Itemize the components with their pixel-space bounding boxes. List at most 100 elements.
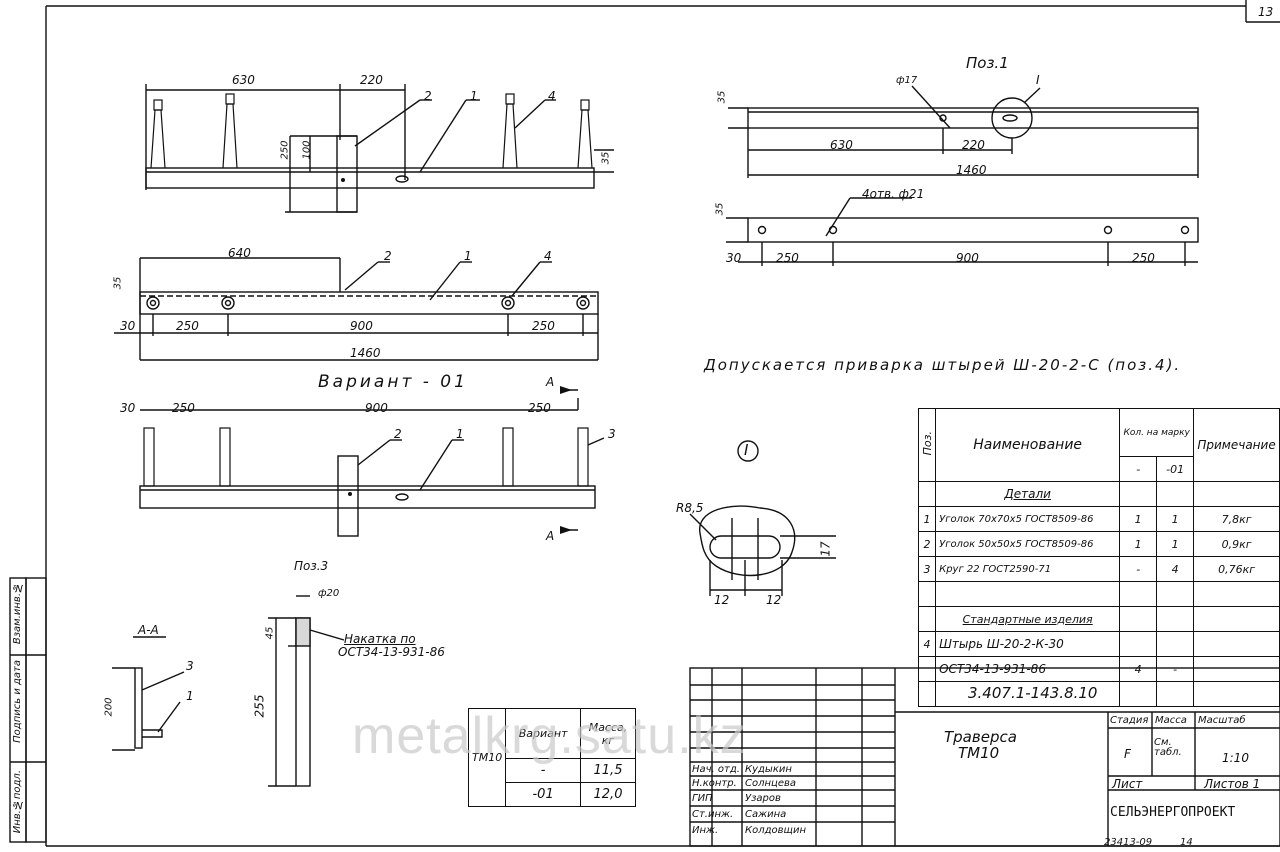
poz3-title: Поз.3 bbox=[294, 559, 329, 573]
variants-col-mass: Масса, кг bbox=[580, 708, 636, 759]
dim-250-a: 250 bbox=[279, 140, 291, 160]
sig-role: ГИП bbox=[692, 793, 713, 804]
spec-row-name: Уголок 50х50х5 ГОСТ8509-86 bbox=[935, 531, 1121, 557]
dim-640: 640 bbox=[228, 246, 251, 260]
spec-col-pos: Поз. bbox=[920, 431, 934, 456]
spec-row-pos: 2 bbox=[917, 531, 937, 557]
pos-1-a: 1 bbox=[470, 89, 478, 103]
spec-col-note: Примечание bbox=[1193, 408, 1280, 482]
dim-250-c: 250 bbox=[532, 319, 555, 333]
pos-1-c: 1 bbox=[456, 427, 464, 441]
sheet-label: Лист bbox=[1112, 777, 1143, 791]
spec-col-qty: Кол. на марку bbox=[1119, 408, 1195, 457]
dim-12-b: 12 bbox=[766, 593, 782, 607]
spec-row-q1: 1 bbox=[1119, 506, 1158, 532]
dim-35-a: 35 bbox=[600, 151, 612, 165]
pos-2-a: 2 bbox=[424, 89, 432, 103]
dim-220-a: 220 bbox=[360, 73, 383, 87]
spec-std-row: 4 Штырь Ш-20-2-К-30 bbox=[917, 631, 1280, 657]
side-stamp-vzam: Взам.инв.№ bbox=[12, 582, 23, 645]
variants-table: ТМ10 Вариант Масса, кг - 11,5 -01 12,0 bbox=[467, 708, 636, 807]
dim-35-b: 35 bbox=[112, 276, 124, 290]
pos-3-c: 3 bbox=[608, 427, 616, 441]
dim-255: 255 bbox=[252, 694, 267, 718]
dim-30-d: 30 bbox=[726, 251, 742, 265]
spec-section-std: Стандартные изделия bbox=[935, 606, 1121, 632]
section-title: А-А bbox=[138, 623, 159, 637]
spec-row: 2 Уголок 50х50х5 ГОСТ8509-86 1 1 0,9кг bbox=[917, 531, 1280, 557]
spec-row: 3 Круг 22 ГОСТ2590-71 - 4 0,76кг bbox=[917, 556, 1280, 582]
stage-value: F bbox=[1124, 747, 1131, 761]
spec-row-q2: 4 bbox=[1156, 556, 1195, 582]
spec-row-note: 0,76кг bbox=[1193, 556, 1280, 582]
section-mark-bottom: А bbox=[546, 529, 555, 543]
dim-30-b: 30 bbox=[120, 319, 136, 333]
spec-row-note: 0,9кг bbox=[1193, 531, 1280, 557]
spec-row-name: Уголок 70х70х5 ГОСТ8509-86 bbox=[935, 506, 1121, 532]
variants-mark: ТМ10 bbox=[467, 708, 507, 807]
dim-900-c: 900 bbox=[365, 401, 388, 415]
spec-row-pos: 1 bbox=[917, 506, 937, 532]
spec-row-q1: - bbox=[1119, 556, 1158, 582]
dim-250-e: 250 bbox=[528, 401, 551, 415]
section-mark-top: А bbox=[546, 375, 555, 389]
spec-col-qty-b: -01 bbox=[1156, 456, 1195, 482]
dim-12-a: 12 bbox=[714, 593, 730, 607]
dim-1460-b: 1460 bbox=[350, 346, 381, 360]
dim-220-b: 220 bbox=[962, 138, 985, 152]
knurl-note-1: Накатка по bbox=[344, 632, 416, 646]
specification-table: Поз. Наименование Кол. на марку Примечан… bbox=[917, 408, 1280, 707]
sig-name: Солнцева bbox=[745, 778, 797, 789]
dia-20: ф20 bbox=[318, 588, 340, 599]
sig-role: Н.контр. bbox=[692, 778, 737, 789]
pos-4-a: 4 bbox=[548, 89, 556, 103]
sig-name: Узаров bbox=[745, 793, 781, 804]
variants-row: - 11,5 bbox=[469, 758, 636, 783]
dia-17: ф17 bbox=[896, 75, 918, 86]
sig-role: Инж. bbox=[692, 825, 719, 836]
spec-std-pos: 4 bbox=[917, 631, 937, 657]
holes-note: 4отв. ф21 bbox=[862, 187, 925, 201]
dim-35-c: 35 bbox=[716, 90, 728, 104]
spec-row-pos: 3 bbox=[917, 556, 937, 582]
pos-3-d: 3 bbox=[186, 659, 194, 673]
spec-std-name: Штырь Ш-20-2-К-30 bbox=[935, 631, 1121, 657]
page-number: 13 bbox=[1258, 5, 1274, 19]
spec-section-parts: Детали bbox=[935, 481, 1121, 507]
dim-200: 200 bbox=[103, 697, 115, 717]
poz1-title: Поз.1 bbox=[966, 54, 1009, 72]
spec-row-q1: 1 bbox=[1119, 531, 1158, 557]
spec-row-note: 7,8кг bbox=[1193, 506, 1280, 532]
spec-col-name: Наименование bbox=[935, 408, 1121, 482]
spec-row-name: Круг 22 ГОСТ2590-71 bbox=[935, 556, 1121, 582]
doc-name-1: Траверса bbox=[944, 728, 1017, 746]
spec-row-q2: 1 bbox=[1156, 506, 1195, 532]
dim-250-g: 250 bbox=[1132, 251, 1155, 265]
dim-35-d: 35 bbox=[714, 202, 726, 216]
side-stamp-sign: Подпись и дата bbox=[12, 660, 23, 743]
knurl-note-2: ОСТ34-13-931-86 bbox=[338, 645, 445, 659]
pos-4-b: 4 bbox=[544, 249, 552, 263]
dim-30-c: 30 bbox=[120, 401, 136, 415]
spec-row-q2: 1 bbox=[1156, 531, 1195, 557]
dim-45: 45 bbox=[264, 626, 276, 640]
pos-1-d: 1 bbox=[186, 689, 194, 703]
scale-value: 1:10 bbox=[1222, 751, 1249, 765]
mass-value: См. табл. bbox=[1154, 737, 1182, 758]
dim-100: 100 bbox=[301, 140, 313, 160]
sig-name: Кудыкин bbox=[745, 764, 792, 775]
pos-1-b: 1 bbox=[464, 249, 472, 263]
dim-630-a: 630 bbox=[232, 73, 255, 87]
dim-17: 17 bbox=[818, 541, 833, 557]
mass-header: Масса bbox=[1155, 715, 1187, 726]
variants-row: -01 12,0 bbox=[469, 782, 636, 807]
spec-std-q1: 4 bbox=[1119, 656, 1158, 682]
watermark: metalkrg.satu.kz bbox=[352, 707, 747, 765]
spec-col-qty-a: - bbox=[1119, 456, 1158, 482]
org-name: СЕЛЬЭНЕРГОПРОЕКТ bbox=[1110, 805, 1236, 820]
sig-name: Колдовщин bbox=[745, 825, 806, 836]
doc-code: 3.407.1-143.8.10 bbox=[968, 684, 1098, 702]
spec-std-name2: ОСТ34-13-931-86 bbox=[935, 656, 1121, 682]
sig-role: Ст.инж. bbox=[692, 809, 734, 820]
